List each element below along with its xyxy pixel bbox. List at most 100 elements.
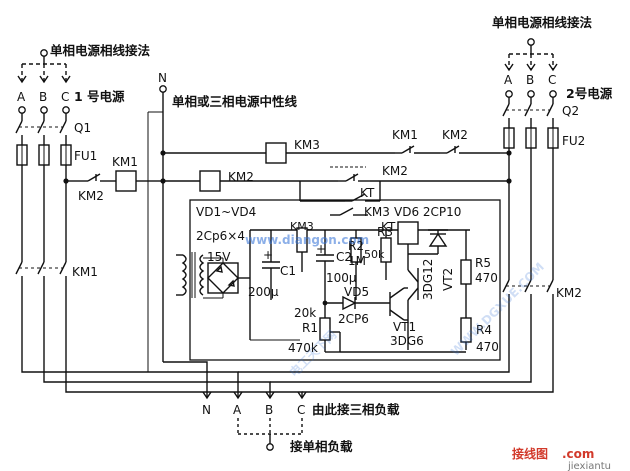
r5-resistor (460, 230, 472, 318)
right-title-terminal (527, 38, 535, 46)
watermark-logo-suffix: .com (562, 447, 594, 461)
source1-terminal-b (40, 106, 48, 114)
fu2-label: FU2 (562, 134, 585, 148)
r4-label: R4 (476, 323, 492, 337)
r2-label: R2 (348, 239, 364, 253)
transformer (176, 252, 205, 298)
km3-contact (330, 207, 368, 216)
r4-resistor (460, 317, 472, 350)
c2-capacitor (316, 230, 334, 310)
r5-value: 470 (475, 271, 498, 285)
c2-plus: + (316, 242, 326, 256)
vd6-label: VD6 2CP10 (394, 205, 461, 219)
r1-potentiometer (319, 310, 341, 353)
watermark-logo: 接线图 (512, 446, 548, 461)
three-phase-load-label: 由此接三相负载 (312, 402, 400, 417)
c1-plus: + (263, 248, 273, 262)
r2-value: 1M (348, 254, 366, 268)
source2-phase-b-label: B (526, 73, 534, 87)
kt-coil-label: KT (381, 220, 396, 234)
vd5-type: 2CP6 (338, 312, 369, 326)
km2-coil-label: KM2 (228, 170, 254, 184)
output-a-label: A (233, 403, 242, 417)
c1-value: 200μ (248, 285, 279, 299)
source2-terminal-b (527, 90, 535, 98)
single-phase-load-terminal (266, 443, 274, 451)
neutral-to-load (163, 361, 208, 398)
bridge-rectifier (203, 257, 239, 299)
q1-label: Q1 (74, 121, 91, 135)
source1-terminal-a (18, 106, 26, 114)
km1-contact-top-label: KM1 (392, 128, 418, 142)
neutral-line-title: 单相或三相电源中性线 (172, 94, 298, 109)
source2-a-to-load (238, 304, 510, 373)
source2-b-to-load (270, 304, 532, 383)
kt-contact-label: KT (360, 186, 375, 200)
r2-resistor (350, 230, 362, 300)
km1-nc-contact-top (395, 145, 440, 154)
vt2-transistor (407, 244, 419, 320)
source2-label: 2号电源 (566, 86, 613, 101)
source2-terminal-a (505, 90, 513, 98)
r4-value: 470 (476, 340, 499, 354)
km1-nc-contact-mid (338, 173, 370, 182)
output-b-label: B (265, 403, 273, 417)
neutral-terminal (159, 85, 167, 93)
source2-terminal-c (549, 90, 557, 98)
q2-breaker (502, 97, 554, 128)
watermark-site: www.diangon.com (245, 233, 369, 247)
r1-value-top: 20k (294, 306, 316, 320)
output-c-label: C (297, 403, 305, 417)
single-phase-load-label: 接单相负载 (290, 439, 353, 454)
km3-contact-label: KM3 (364, 205, 390, 219)
km1-coil (115, 170, 137, 192)
source2-c-to-load (302, 304, 554, 393)
kt-relay-coil (397, 221, 419, 245)
right-phase-wiring-title: 单相电源相线接法 (492, 15, 593, 30)
km1-main-contacts-label: KM1 (72, 265, 98, 279)
km2-contact-mid-label: KM2 (382, 164, 408, 178)
source1-b-to-load (43, 290, 271, 398)
km2-main-contacts (502, 279, 554, 304)
km3-coil-label: KM3 (294, 138, 320, 152)
km2-nc-contact-left (80, 173, 116, 182)
vd5-label: VD5 (344, 285, 369, 299)
source1-phase-a-label: A (17, 90, 26, 104)
q2-label: Q2 (562, 104, 579, 118)
source2-phase-c-label: C (548, 73, 556, 87)
r3-pot (380, 230, 392, 280)
c2-value: 100μ (326, 271, 357, 285)
r3-value: 50k (364, 248, 385, 261)
km1-coil-label: KM1 (112, 155, 138, 169)
km2-contact-left-label: KM2 (78, 189, 104, 203)
q1-breaker (15, 113, 67, 145)
source1-label: 1 号电源 (74, 89, 125, 104)
left-phase-wiring-title: 单相电源相线接法 (50, 43, 151, 58)
c1-capacitor (262, 230, 280, 300)
vd6-diode (408, 229, 448, 255)
fu1-label: FU1 (74, 149, 97, 163)
km1-main-contacts (15, 261, 67, 290)
vt1-transistor (389, 287, 408, 321)
r1-value-bottom: 470k (288, 341, 318, 355)
vt1-type: 3DG6 (390, 334, 424, 348)
r1-label: R1 (302, 321, 318, 335)
km2-contact-top-label: KM2 (442, 128, 468, 142)
km3-coil (265, 142, 287, 164)
output-n-label: N (202, 403, 211, 417)
r5-label: R5 (475, 256, 491, 270)
r3-resistor (296, 227, 308, 272)
vt2-label: VT2 (441, 268, 455, 291)
source1-a-to-load (21, 290, 239, 398)
control-board-outline (189, 199, 501, 361)
source1-phase-c-label: C (61, 90, 69, 104)
source1-c-to-load (65, 290, 303, 398)
km2-coil (199, 170, 221, 192)
km2-nc-contact-top (440, 145, 500, 154)
source2-phase-a-label: A (504, 73, 513, 87)
vd1-vd4-label: VD1~VD4 (196, 205, 256, 219)
bridge-diode-type: 2Cp6×4 (196, 229, 245, 243)
watermark-logo-sub: jiexiantu (567, 461, 611, 471)
km3-coil-inner: KM3 (290, 220, 314, 233)
